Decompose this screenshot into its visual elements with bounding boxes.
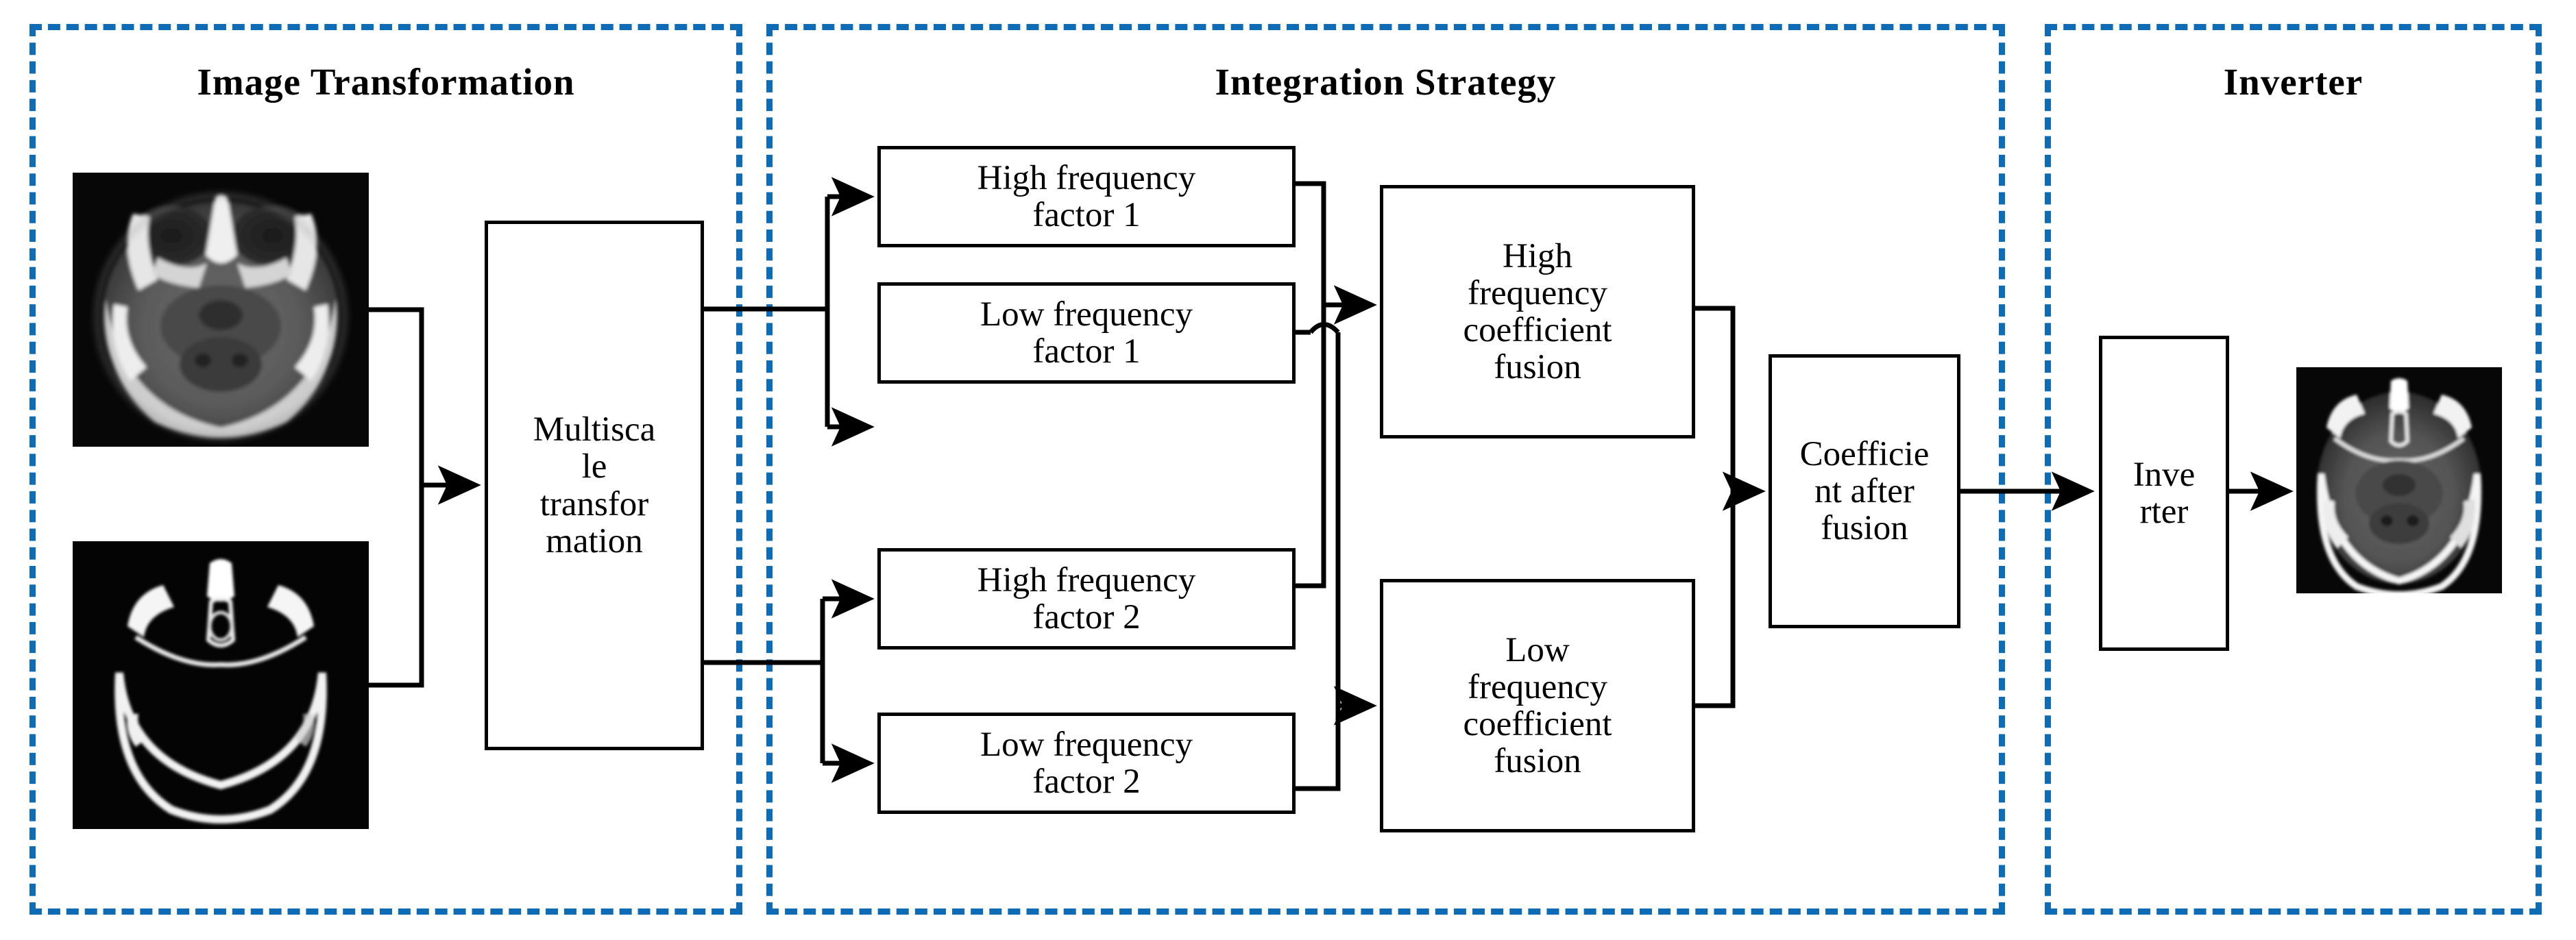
panel-inverter <box>2045 24 2542 915</box>
box-line: rter <box>2139 493 2189 531</box>
box-line: coefficient <box>1463 705 1612 743</box>
box-low-frequency-coefficient-fusion[interactable]: Low frequency coefficient fusion <box>1380 579 1695 832</box>
box-line: Low frequency <box>980 295 1193 334</box>
input-mri-image <box>73 173 369 447</box>
box-low-frequency-factor-1[interactable]: Low frequency factor 1 <box>877 282 1296 384</box>
box-line: nt after <box>1814 471 1915 510</box>
box-line: fusion <box>1821 509 1908 548</box>
box-line: factor 2 <box>1032 598 1141 636</box>
box-line: mation <box>546 521 643 560</box>
box-high-frequency-factor-1[interactable]: High frequency factor 1 <box>877 146 1296 247</box>
box-line: Multisca <box>533 410 656 449</box>
box-low-frequency-factor-2[interactable]: Low frequency factor 2 <box>877 713 1296 814</box>
input-ct-image <box>73 541 369 829</box>
box-high-frequency-coefficient-fusion[interactable]: High frequency coefficient fusion <box>1380 185 1695 438</box>
box-line: frequency <box>1468 667 1607 706</box>
box-line: Coefficie <box>1799 434 1930 473</box>
box-line: factor 1 <box>1032 196 1141 234</box>
box-line: Low frequency <box>980 725 1193 764</box>
box-line: frequency <box>1468 273 1607 312</box>
section-title-integration-strategy: Integration Strategy <box>1215 61 1557 103</box>
box-line: Low <box>1505 630 1570 669</box>
box-line: High frequency <box>977 158 1196 197</box>
output-fused-image <box>2296 367 2502 593</box>
box-line: High <box>1502 236 1572 275</box>
box-line: fusion <box>1494 742 1581 781</box>
section-title-inverter: Inverter <box>2223 61 2364 103</box>
box-line: fusion <box>1494 348 1581 387</box>
box-line: transfor <box>539 484 649 523</box>
box-high-frequency-factor-2[interactable]: High frequency factor 2 <box>877 548 1296 650</box>
box-line: Inve <box>2133 455 2196 494</box>
box-line: le <box>581 447 607 486</box>
box-line: factor 2 <box>1032 763 1141 801</box>
section-title-image-transformation: Image Transformation <box>197 61 575 103</box>
box-inverter[interactable]: Inve rter <box>2099 336 2229 651</box>
panel-image-transformation <box>29 24 742 915</box>
box-multiscale-transformation[interactable]: Multisca le transfor mation <box>485 221 704 750</box>
box-line: High frequency <box>977 560 1196 599</box>
panel-integration-strategy <box>766 24 2005 915</box>
box-line: factor 1 <box>1032 332 1141 371</box>
box-line: coefficient <box>1463 311 1612 349</box>
box-coefficient-after-fusion[interactable]: Coefficie nt after fusion <box>1769 354 1960 628</box>
